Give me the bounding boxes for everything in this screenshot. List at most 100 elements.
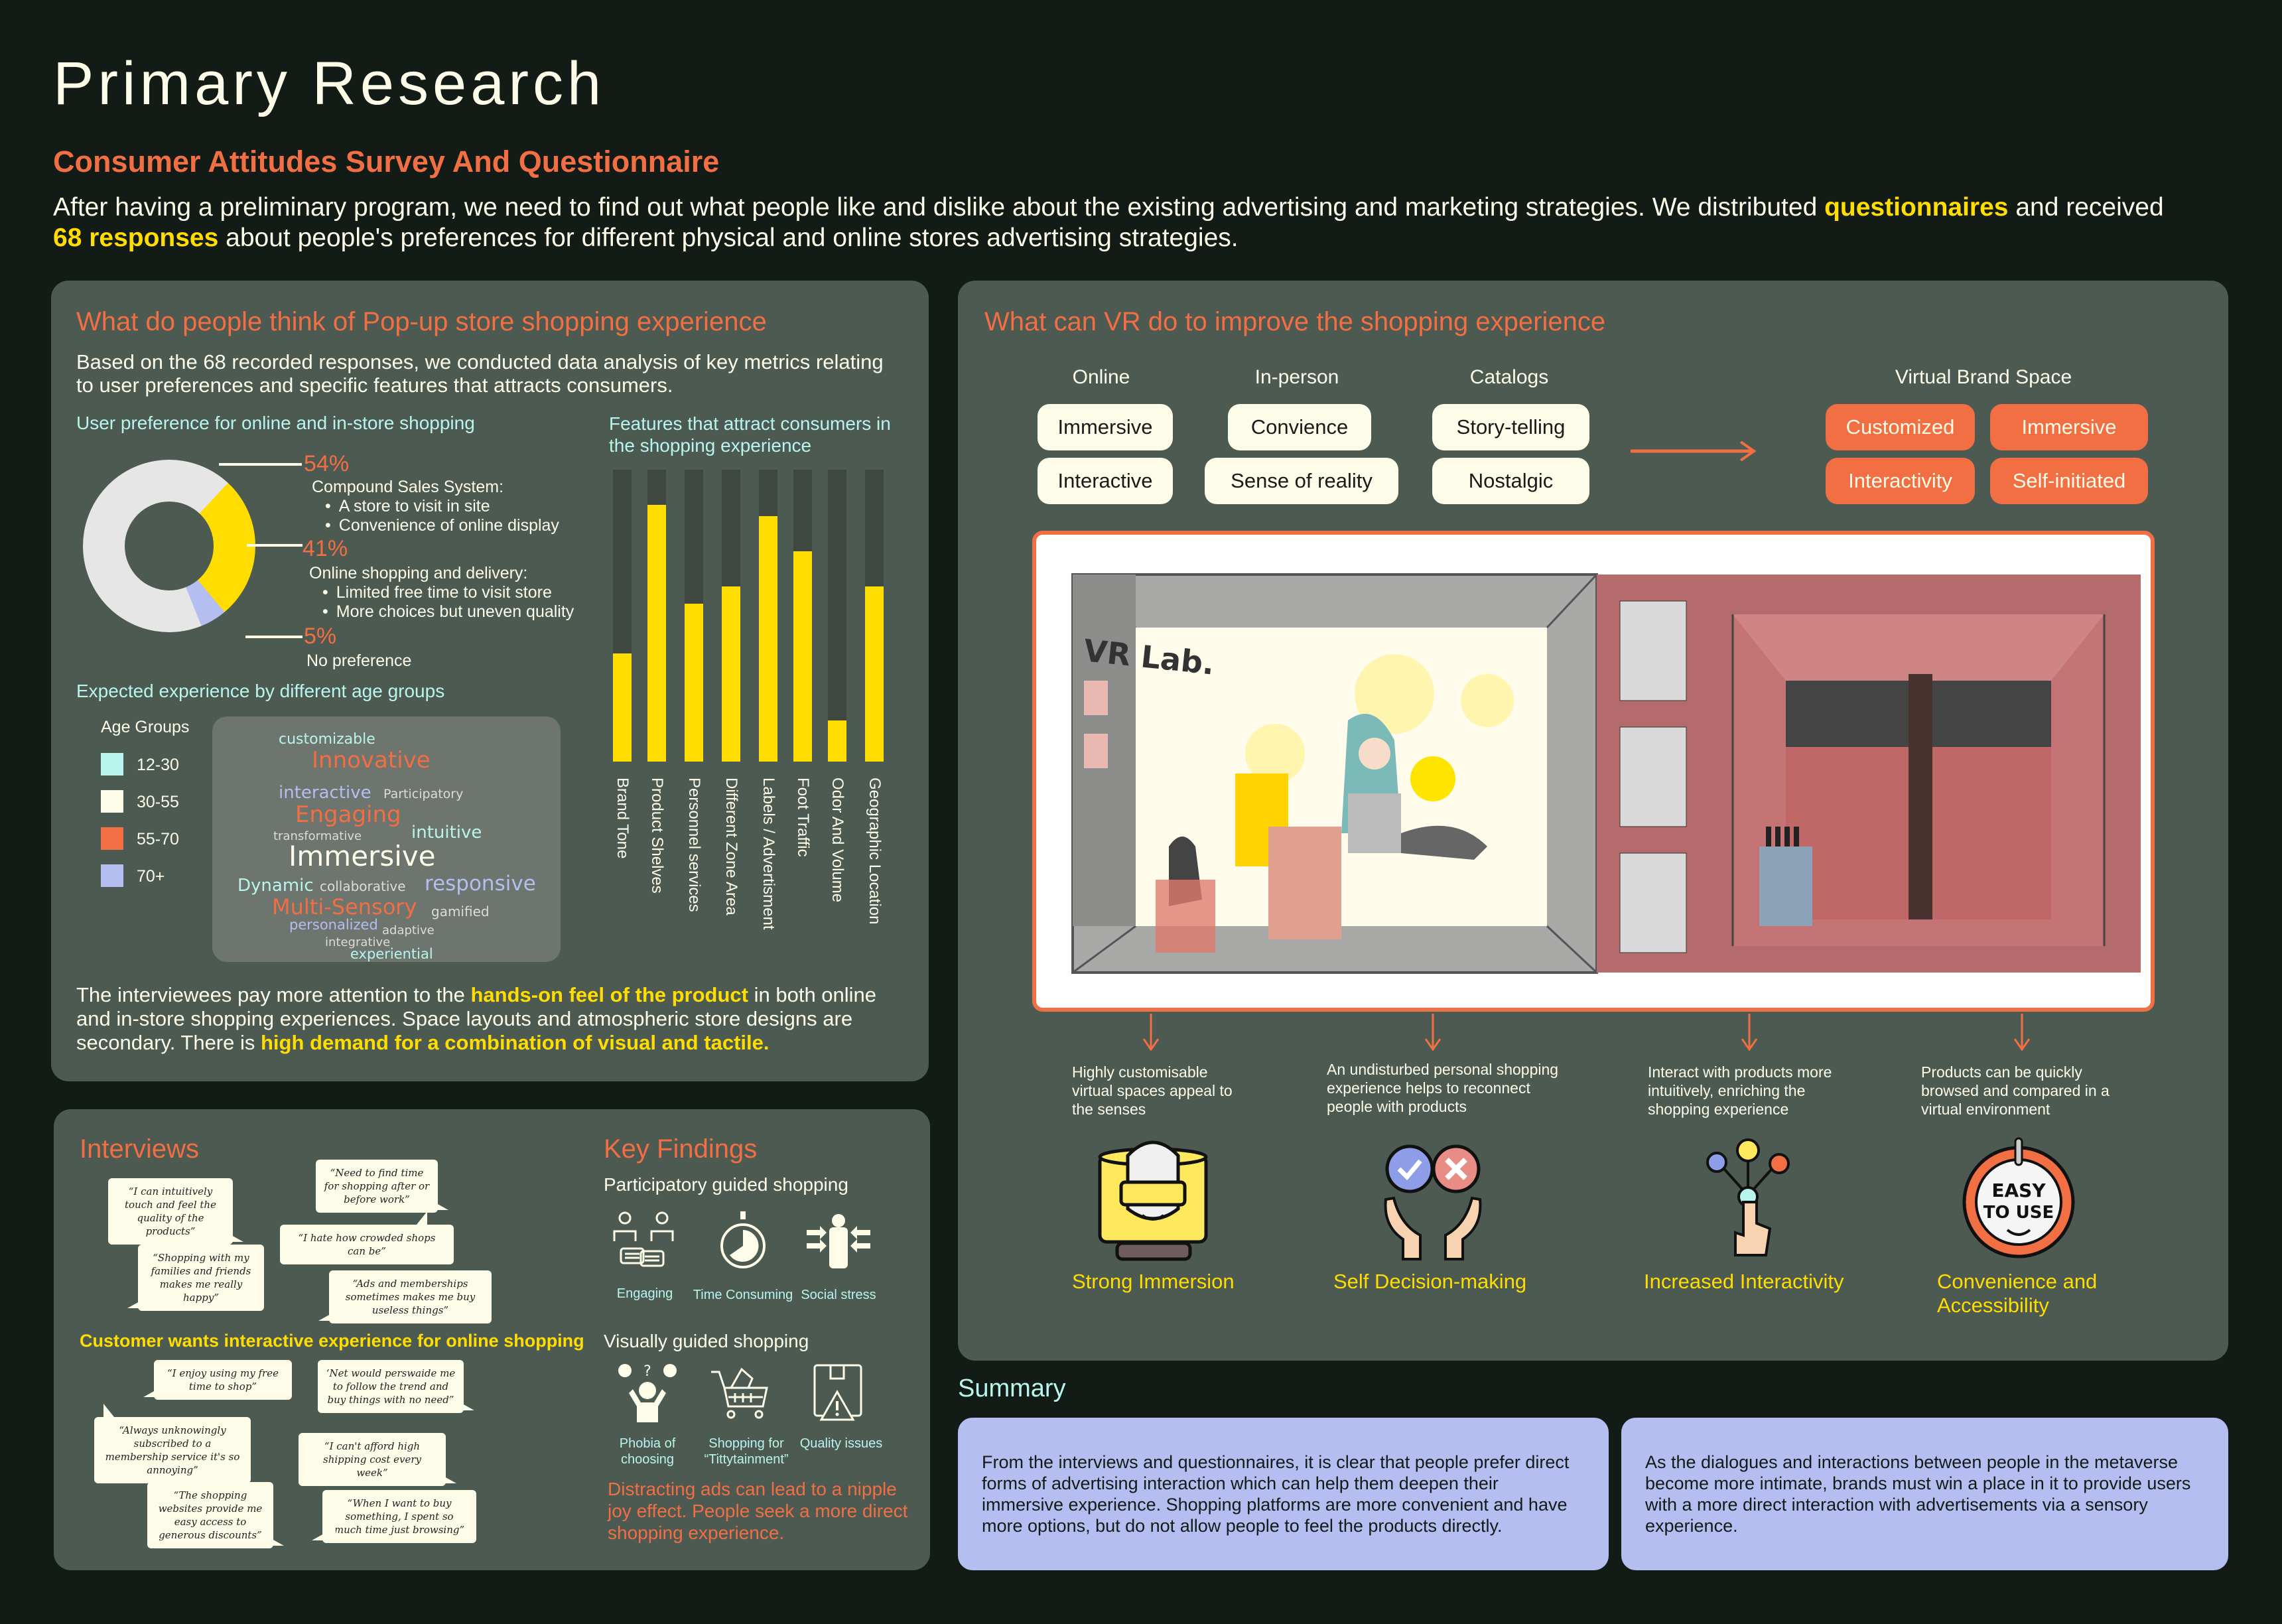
key-findings-title: Key Findings xyxy=(604,1134,758,1164)
quote-bubble: ‘Net would perswaide me to follow the tr… xyxy=(318,1360,474,1413)
pill-catalogs-storytelling: Story-telling xyxy=(1432,404,1589,450)
word: intuitive xyxy=(411,823,482,843)
easy-to-use-icon: EASY TO USE xyxy=(1962,1137,2075,1258)
leader-line-54 xyxy=(219,463,302,466)
pill-catalogs-nostalgic: Nostalgic xyxy=(1432,458,1589,504)
benefit-desc: Highly customisable virtual spaces appea… xyxy=(1072,1063,1233,1118)
pill-vbs-customized: Customized xyxy=(1826,404,1975,450)
down-arrow-icon xyxy=(1142,1014,1160,1051)
vr-panel-title: What can VR do to improve the shopping e… xyxy=(984,307,1606,336)
bar-label: Brand Tone xyxy=(614,778,632,859)
vr-headset-icon xyxy=(1098,1140,1208,1261)
benefit-title: Strong Immersion xyxy=(1072,1270,1235,1293)
interviews-title: Interviews xyxy=(80,1134,200,1164)
benefit-title: Self Decision-making xyxy=(1333,1270,1527,1293)
page-title: Primary Research xyxy=(53,50,606,117)
word: Multi-Sensory xyxy=(272,894,417,919)
word: Engaging xyxy=(295,801,401,828)
benefit-title: Increased Interactivity xyxy=(1644,1270,1844,1293)
hands-choice-icon xyxy=(1384,1144,1482,1260)
word: Dynamic xyxy=(237,876,314,896)
intro-text: and received xyxy=(2008,193,2164,222)
benefit-desc: Interact with products more intuitively,… xyxy=(1648,1063,1832,1118)
intro-text: After having a preliminary program, we n… xyxy=(53,193,1825,222)
donut-center xyxy=(125,502,214,590)
down-arrow-icon xyxy=(2013,1014,2031,1051)
quote-bubble: “The shopping websites provide me easy a… xyxy=(147,1482,284,1548)
benefit-desc: An undisturbed personal shopping experie… xyxy=(1327,1061,1559,1115)
pill-vbs-self-initiated: Self-initiated xyxy=(1990,458,2148,504)
shopping-cart-icon xyxy=(711,1367,768,1419)
pill-vbs-interactivity: Interactivity xyxy=(1826,458,1975,504)
intro-highlight-questionnaires: questionnaires xyxy=(1824,193,2009,222)
summary-label: Summary xyxy=(958,1375,1066,1402)
legend-label: 70+ xyxy=(137,867,165,886)
pill-online-immersive: Immersive xyxy=(1038,404,1173,450)
quote-bubble: “Ads and memberships sometimes makes me … xyxy=(318,1270,492,1323)
legend-swatch-55-70 xyxy=(101,827,123,850)
quote-bubble: “Shopping with my families and friends m… xyxy=(127,1245,264,1311)
segment-desc-none: No preference xyxy=(306,651,412,670)
column-heading-catalogs: Catalogs xyxy=(1469,366,1549,388)
legend-swatch-30-55 xyxy=(101,790,123,813)
pill-online-interactive: Interactive xyxy=(1038,458,1173,504)
leader-line-41 xyxy=(247,544,302,547)
confused-person-icon: ? xyxy=(618,1363,677,1422)
conclusion-text: The interviewees pay more attention to t… xyxy=(76,983,471,1006)
summary-text: From the interviews and questionnaires, … xyxy=(982,1452,1570,1536)
people-chat-icon xyxy=(613,1211,674,1267)
quote-bubble: “I can't afford high shipping cost every… xyxy=(299,1433,456,1486)
conclusion-highlight: hands-on feel of the product xyxy=(470,983,749,1006)
pct-5: 5% xyxy=(304,624,337,649)
popup-panel-title: What do people think of Pop-up store sho… xyxy=(76,307,767,336)
word: Immersive xyxy=(289,840,436,872)
bar-brand-tone xyxy=(613,470,632,762)
popup-panel-intro: Based on the 68 recorded responses, we c… xyxy=(76,350,884,397)
intro-highlight-responses: 68 responses xyxy=(53,224,219,252)
bar-label: Foot Traffic xyxy=(794,778,812,857)
kf-label-tittytainment: Shopping for “Tittytainment” xyxy=(704,1436,789,1467)
donut-heading: User preference for online and in-store … xyxy=(76,413,475,433)
bar-foot-traffic xyxy=(793,470,812,762)
quote-bubble: “I enjoy using my free time to shop” xyxy=(143,1360,292,1400)
bar-product-shelves xyxy=(647,470,666,762)
segment-desc-compound: Compound Sales System: A store to visit … xyxy=(312,478,559,535)
quote-bubble: “I can intuitively touch and feel the qu… xyxy=(108,1178,243,1245)
intro-text: about people's preferences for different… xyxy=(218,224,1239,252)
benefit-title: Convenience and Accessibility xyxy=(1937,1270,2098,1317)
bar-odor-volume xyxy=(828,470,846,762)
vr-lab-scene-image: VR Lab. xyxy=(1071,573,2141,974)
word: experiential xyxy=(350,946,433,962)
legend-label: 30-55 xyxy=(137,793,179,811)
pressure-person-icon xyxy=(807,1214,870,1268)
summary-box: As the dialogues and interactions betwee… xyxy=(1621,1418,2228,1570)
column-heading-in-person: In-person xyxy=(1254,366,1339,388)
pill-inperson-reality: Sense of reality xyxy=(1205,458,1398,504)
pct-54: 54% xyxy=(304,451,350,476)
bar-geographic-location xyxy=(865,470,884,762)
summary-text: As the dialogues and interactions betwee… xyxy=(1645,1452,2191,1536)
bar-label: Labels / Advertisment xyxy=(760,778,777,930)
column-heading-online: Online xyxy=(1072,366,1130,388)
badge-text: TO USE xyxy=(1983,1203,2054,1223)
svg-text:?: ? xyxy=(643,1363,651,1380)
bar-label: Different Zone Area xyxy=(722,778,740,915)
word: gamified xyxy=(431,904,490,919)
word: Innovative xyxy=(312,747,431,774)
pill-inperson-convience: Convience xyxy=(1228,404,1371,450)
kf-label-time-consuming: Time Consuming xyxy=(693,1288,793,1302)
segment-bullet: A store to visit in site xyxy=(312,497,559,516)
legend-label: 12-30 xyxy=(137,756,179,774)
vr-store-illustration: VR Lab. xyxy=(1032,531,2155,1012)
conclusion-text: in both online and in-store shopping exp… xyxy=(76,983,877,1054)
leader-line-5 xyxy=(245,636,302,638)
summary-box: From the interviews and questionnaires, … xyxy=(958,1418,1609,1570)
segment-bullet: Limited free time to visit store xyxy=(309,583,574,602)
segment-title: Compound Sales System: xyxy=(312,478,504,496)
word: transformative xyxy=(273,829,362,843)
stopwatch-icon xyxy=(720,1211,766,1268)
touch-network-icon xyxy=(1706,1138,1790,1256)
segment-bullet: More choices but uneven quality xyxy=(309,602,574,622)
word: integrative xyxy=(325,935,391,949)
bar-zone-area xyxy=(722,470,740,762)
